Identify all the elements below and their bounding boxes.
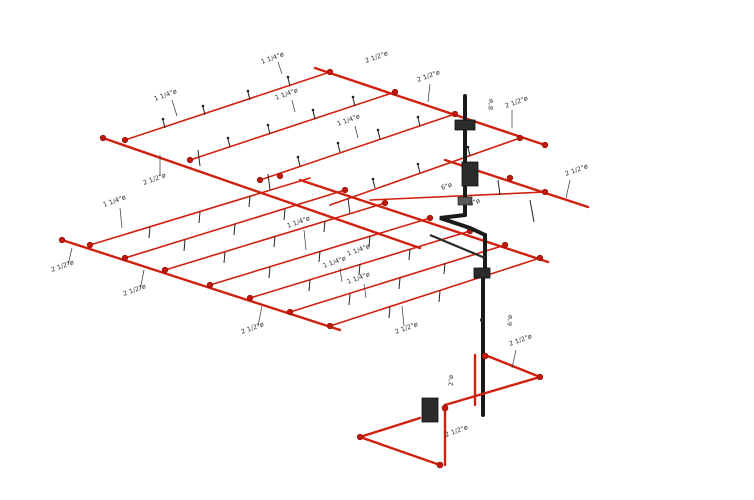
upper-sprinkler-drops xyxy=(161,75,535,223)
size-label: 1 1/4"ø xyxy=(260,50,285,66)
size-label: 6"ø xyxy=(440,181,453,192)
valve-assembly-top xyxy=(454,119,476,131)
size-label: 2 1/2"ø xyxy=(50,258,75,274)
riser-check-valve xyxy=(473,267,491,279)
size-label: 6"ø xyxy=(506,315,514,326)
size-label: 1 1/4"ø xyxy=(153,87,178,103)
lower-sprinkler-grid xyxy=(58,177,550,332)
upper-fittings xyxy=(99,68,549,196)
size-label: 8"ø xyxy=(487,99,495,110)
size-label: 2 1/2"ø xyxy=(142,171,167,187)
lower-fittings xyxy=(58,186,544,330)
lower-branch-6 xyxy=(289,244,506,313)
lower-branch-1 xyxy=(89,177,311,246)
feed-bottom-loop-up xyxy=(358,416,422,439)
size-label: 2 1/2"ø xyxy=(240,320,265,336)
upper-branch-4 xyxy=(329,137,521,206)
lower-main-left xyxy=(60,238,342,332)
upper-branch-2 xyxy=(189,91,396,161)
size-label: 2 1/2"ø xyxy=(122,282,147,298)
size-label: 1 1/4"ø xyxy=(346,270,371,286)
size-label: 6"ø xyxy=(468,197,481,208)
size-label: 2 1/2"ø xyxy=(364,49,389,65)
size-label: 2 1/2"ø xyxy=(564,162,589,178)
size-label: 2 1/2"ø xyxy=(416,68,441,84)
upper-branch-3 xyxy=(259,113,456,181)
size-label: 1 1/4"ø xyxy=(102,193,127,209)
main-riser xyxy=(429,94,491,417)
lower-main-right xyxy=(298,178,550,264)
size-label: 1 1/4"ø xyxy=(346,242,371,258)
size-label: 2 1/2"ø xyxy=(508,332,533,348)
valve-body xyxy=(457,196,473,206)
lower-feed xyxy=(356,352,544,469)
size-label: 2 1/2"ø xyxy=(444,423,469,439)
riser-crossover xyxy=(429,233,486,260)
lower-branch-7 xyxy=(329,257,541,327)
upper-branch-5 xyxy=(369,191,546,201)
feed-branch-down xyxy=(443,375,542,407)
feed-bottom-loop-left xyxy=(358,435,442,467)
lower-sprinkler-drops xyxy=(148,195,486,319)
size-labels: 1 1/4"ø 2 1/2"ø 2 1/2"ø 1 1/4"ø 1 1/4"ø … xyxy=(50,49,589,439)
riser-offset xyxy=(439,213,487,272)
upper-branch-1 xyxy=(124,71,331,141)
flow-switch-box xyxy=(461,161,479,187)
size-label: 1 1/4"ø xyxy=(336,112,361,128)
fire-dept-connection-box xyxy=(421,397,439,423)
size-label: 2 1/2"ø xyxy=(394,320,419,336)
size-label: 1 1/4"ø xyxy=(322,254,347,270)
size-label: 2 1/2"ø xyxy=(504,94,529,110)
upper-main-back xyxy=(313,66,547,147)
size-label: 2"ø xyxy=(447,375,455,386)
